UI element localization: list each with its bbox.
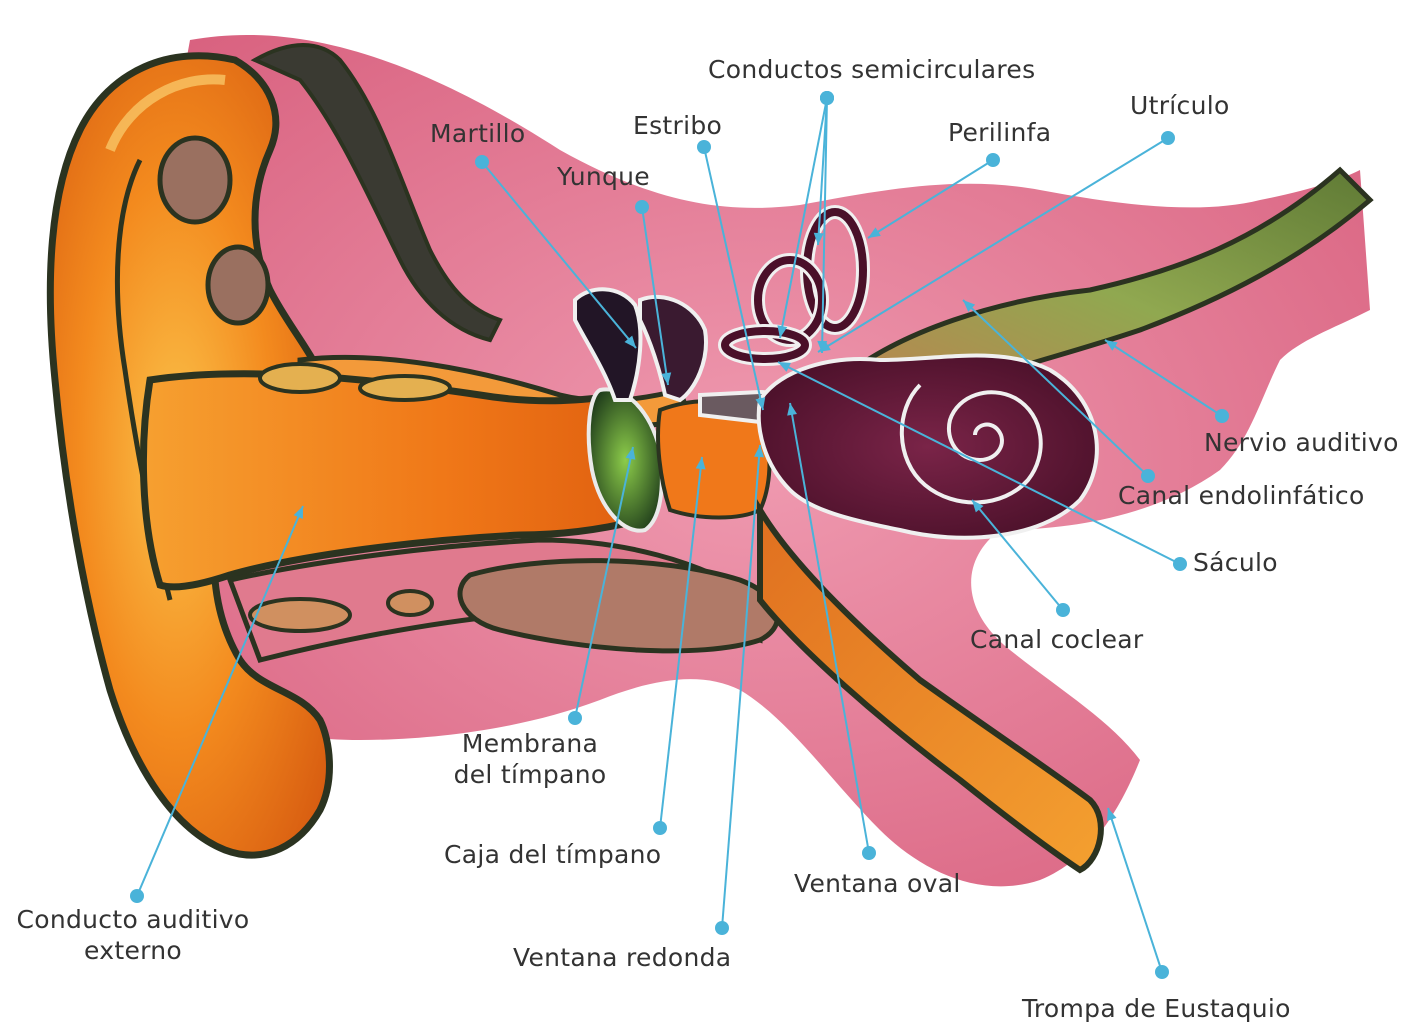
label-saculo: Sáculo — [1193, 547, 1278, 578]
label-ventana-oval: Ventana oval — [794, 868, 961, 899]
callout-trompa-dot — [1155, 965, 1169, 979]
label-membrana-line1: Membrana — [462, 728, 598, 759]
callout-utriculo-dot — [1161, 131, 1175, 145]
label-martillo: Martillo — [430, 118, 526, 149]
label-utriculo: Utrículo — [1130, 90, 1230, 121]
bone-fragment — [160, 138, 230, 222]
label-canal-coclear: Canal coclear — [970, 624, 1143, 655]
label-caja-del-timpano: Caja del tímpano — [444, 839, 661, 870]
bone-fragment — [388, 591, 432, 615]
label-conducto-line1: Conducto auditivo — [16, 904, 249, 935]
callout-caja-dot — [653, 821, 667, 835]
callout-conducto-dot — [130, 889, 144, 903]
callout-nervio-dot — [1215, 409, 1229, 423]
label-estribo: Estribo — [633, 110, 722, 141]
callout-martillo-dot — [475, 155, 489, 169]
bone-fragment — [360, 376, 450, 400]
callout-estribo-dot — [697, 140, 711, 154]
label-canal-endolinfatico: Canal endolinfático — [1118, 480, 1365, 511]
label-perilinfa: Perilinfa — [948, 117, 1051, 148]
bone-fragment — [260, 364, 340, 392]
label-nervio-auditivo: Nervio auditivo — [1204, 427, 1399, 458]
callout-membrana-dot — [568, 711, 582, 725]
callout-perilinfa-dot — [986, 153, 1000, 167]
label-ventana-redonda: Ventana redonda — [513, 942, 731, 973]
label-trompa-de-eustaquio: Trompa de Eustaquio — [1022, 993, 1291, 1024]
label-conductos-semicirculares: Conductos semicirculares — [708, 54, 1035, 85]
label-yunque: Yunque — [557, 161, 650, 192]
bone-fragment — [208, 247, 268, 323]
callout-redonda-dot — [715, 921, 729, 935]
callout-oval-dot — [862, 846, 876, 860]
callout-trompa — [1108, 808, 1162, 972]
callout-saculo-dot — [1173, 557, 1187, 571]
callout-coclear-dot — [1056, 603, 1070, 617]
bone-fragment — [250, 599, 350, 631]
callout-yunque-dot — [635, 200, 649, 214]
callout-conductos-3-dot — [820, 91, 834, 105]
label-conducto-line2: externo — [84, 935, 182, 966]
label-membrana-line2: del tímpano — [454, 759, 607, 790]
